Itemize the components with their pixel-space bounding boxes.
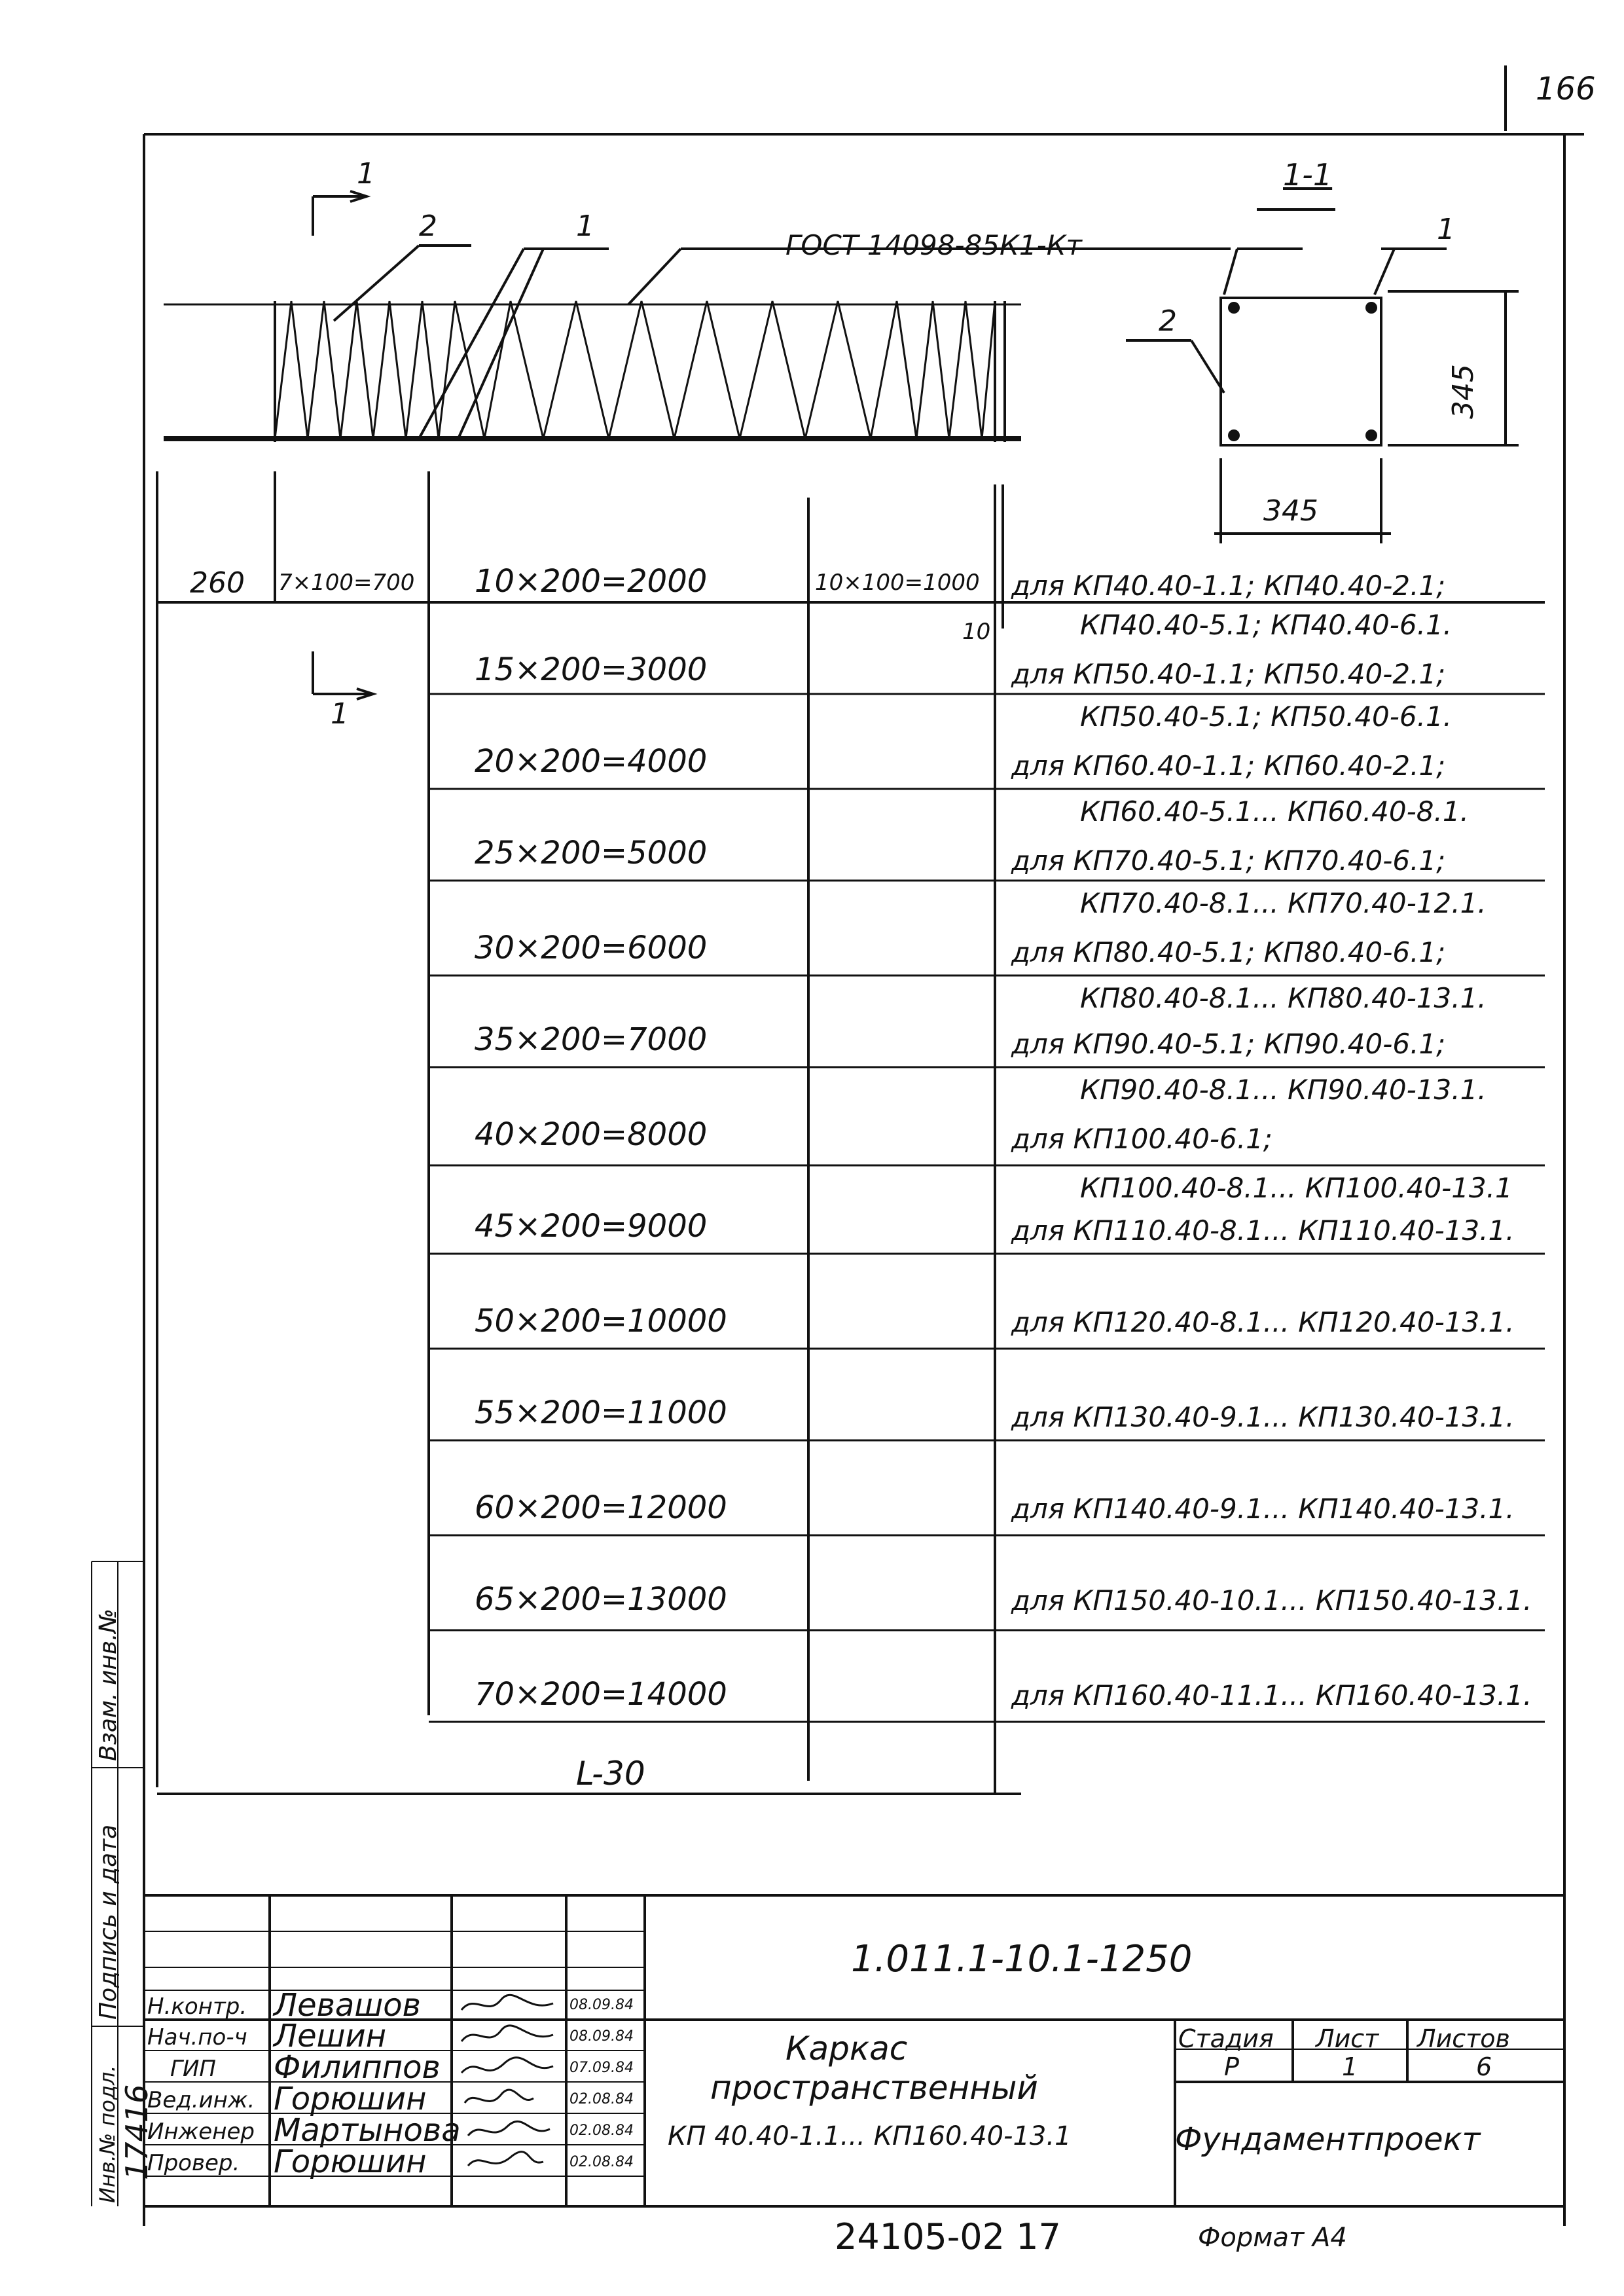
tb-name-4: Горюшин	[274, 2081, 427, 2117]
row-span-8: 45×200=9000	[475, 1208, 708, 1245]
callout-2: 2	[419, 210, 437, 243]
tb-date-2: 08.09.84	[569, 2028, 634, 2045]
sheets-header: Листов	[1417, 2024, 1510, 2053]
row-use-1b: КП40.40-5.1; КП40.40-6.1.	[1080, 609, 1453, 641]
doc-code: 1.011.1-10.1-1250	[851, 1938, 1193, 1980]
tb-role-6: Провер.	[147, 2150, 240, 2176]
sheet-value: 1	[1342, 2052, 1358, 2081]
title-line-3: КП 40.40-1.1... КП160.40-13.1	[668, 2121, 1072, 2151]
dim-left: 260	[190, 566, 245, 600]
row-use-5a: для КП80.40-5.1; КП80.40-6.1;	[1011, 936, 1446, 968]
side-label-sign-date: Подпись и дата	[95, 1824, 122, 2020]
section-mark-top: 1	[357, 157, 375, 191]
organization: Фундаментпроект	[1175, 2121, 1481, 2158]
tb-role-1: Н.контр.	[147, 1994, 247, 2020]
row-use-2b: КП50.40-5.1; КП50.40-6.1.	[1080, 701, 1453, 733]
title-line-1: Каркас	[785, 2030, 908, 2068]
row-use-2a: для КП50.40-1.1; КП50.40-2.1;	[1011, 658, 1446, 690]
row-use-12a: для КП150.40-10.1... КП150.40-13.1.	[1011, 1584, 1532, 1616]
row-use-7a: для КП100.40-6.1;	[1011, 1123, 1272, 1155]
side-label-inv-subst: Взам. инв.№	[95, 1609, 122, 1761]
tb-name-5: Мартынова	[274, 2112, 461, 2149]
stage-value: Р	[1224, 2052, 1239, 2081]
tb-name-3: Филиппов	[274, 2049, 441, 2086]
dim-last: 10×100=1000	[815, 570, 980, 596]
tb-date-5: 02.08.84	[569, 2123, 634, 2139]
row-use-11a: для КП140.40-9.1... КП140.40-13.1.	[1011, 1493, 1515, 1525]
tb-role-2: Нач.по-ч	[147, 2024, 247, 2050]
row-span-4: 25×200=5000	[475, 835, 708, 871]
row-span-1: 10×200=2000	[475, 563, 708, 600]
row-use-13a: для КП160.40-11.1... КП160.40-13.1.	[1011, 1679, 1532, 1711]
row-use-4b: КП70.40-8.1... КП70.40-12.1.	[1080, 887, 1487, 919]
tb-name-6: Горюшин	[274, 2143, 427, 2180]
row-span-11: 60×200=12000	[475, 1489, 727, 1526]
tb-role-4: Вед.инж.	[147, 2087, 255, 2113]
row-use-3b: КП60.40-5.1... КП60.40-8.1.	[1080, 795, 1469, 828]
dim-first: 7×100=700	[278, 570, 415, 596]
row-span-6: 35×200=7000	[475, 1021, 708, 1058]
row-use-7b: КП100.40-8.1... КП100.40-13.1	[1080, 1172, 1513, 1204]
row-span-3: 20×200=4000	[475, 743, 708, 780]
sheet-header: Лист	[1316, 2024, 1379, 2053]
dim-gap: 10	[962, 619, 991, 645]
tb-date-6: 02.08.84	[569, 2154, 634, 2170]
row-span-7: 40×200=8000	[475, 1116, 708, 1153]
section-mark-lower: 1	[331, 697, 349, 731]
tb-role-3: ГИП	[170, 2056, 216, 2082]
tb-date-1: 08.09.84	[569, 1997, 634, 2013]
row-span-13: 70×200=14000	[475, 1676, 727, 1713]
page-number: 166	[1536, 71, 1596, 107]
tb-role-5: Инженер	[147, 2119, 255, 2145]
tb-date-4: 02.08.84	[569, 2091, 634, 2107]
row-span-10: 55×200=11000	[475, 1394, 727, 1431]
row-span-2: 15×200=3000	[475, 651, 708, 688]
section-callout-2: 2	[1159, 304, 1177, 338]
section-dim-vertical: 345	[1447, 364, 1480, 419]
gost-note: ГОСТ 14098-85К1-Кт	[785, 229, 1082, 261]
section-callout-1: 1	[1437, 213, 1455, 246]
footer-format: Формат А4	[1198, 2223, 1347, 2253]
tb-date-3: 07.09.84	[569, 2060, 634, 2076]
section-dim-horizontal: 345	[1263, 494, 1318, 528]
row-use-10a: для КП130.40-9.1... КП130.40-13.1.	[1011, 1401, 1515, 1433]
title-line-2: пространственный	[710, 2069, 1038, 2107]
row-use-3a: для КП60.40-1.1; КП60.40-2.1;	[1011, 750, 1446, 782]
row-use-6a: для КП90.40-5.1; КП90.40-6.1;	[1011, 1028, 1446, 1060]
length-label: L-30	[576, 1755, 645, 1793]
row-use-6b: КП90.40-8.1... КП90.40-13.1.	[1080, 1074, 1487, 1106]
stage-header: Стадия	[1178, 2024, 1274, 2053]
section-title: 1-1	[1283, 157, 1333, 192]
footer-number: 24105-02 17	[835, 2216, 1061, 2257]
row-use-4a: для КП70.40-5.1; КП70.40-6.1;	[1011, 845, 1446, 877]
tb-name-2: Лешин	[274, 2018, 387, 2054]
row-use-1a: для КП40.40-1.1; КП40.40-2.1;	[1011, 570, 1446, 602]
signatures	[460, 1994, 554, 2167]
callout-1: 1	[576, 210, 594, 243]
sheets-value: 6	[1476, 2052, 1492, 2081]
row-use-8a: для КП110.40-8.1... КП110.40-13.1.	[1011, 1214, 1515, 1247]
row-span-12: 65×200=13000	[475, 1581, 727, 1618]
row-use-5b: КП80.40-8.1... КП80.40-13.1.	[1080, 982, 1487, 1014]
row-span-5: 30×200=6000	[475, 930, 708, 966]
side-label-inv-orig: Инв.№ подл.	[95, 2065, 120, 2203]
row-span-9: 50×200=10000	[475, 1303, 727, 1339]
tb-name-1: Левашов	[274, 1987, 421, 2024]
row-use-9a: для КП120.40-8.1... КП120.40-13.1.	[1011, 1306, 1515, 1338]
